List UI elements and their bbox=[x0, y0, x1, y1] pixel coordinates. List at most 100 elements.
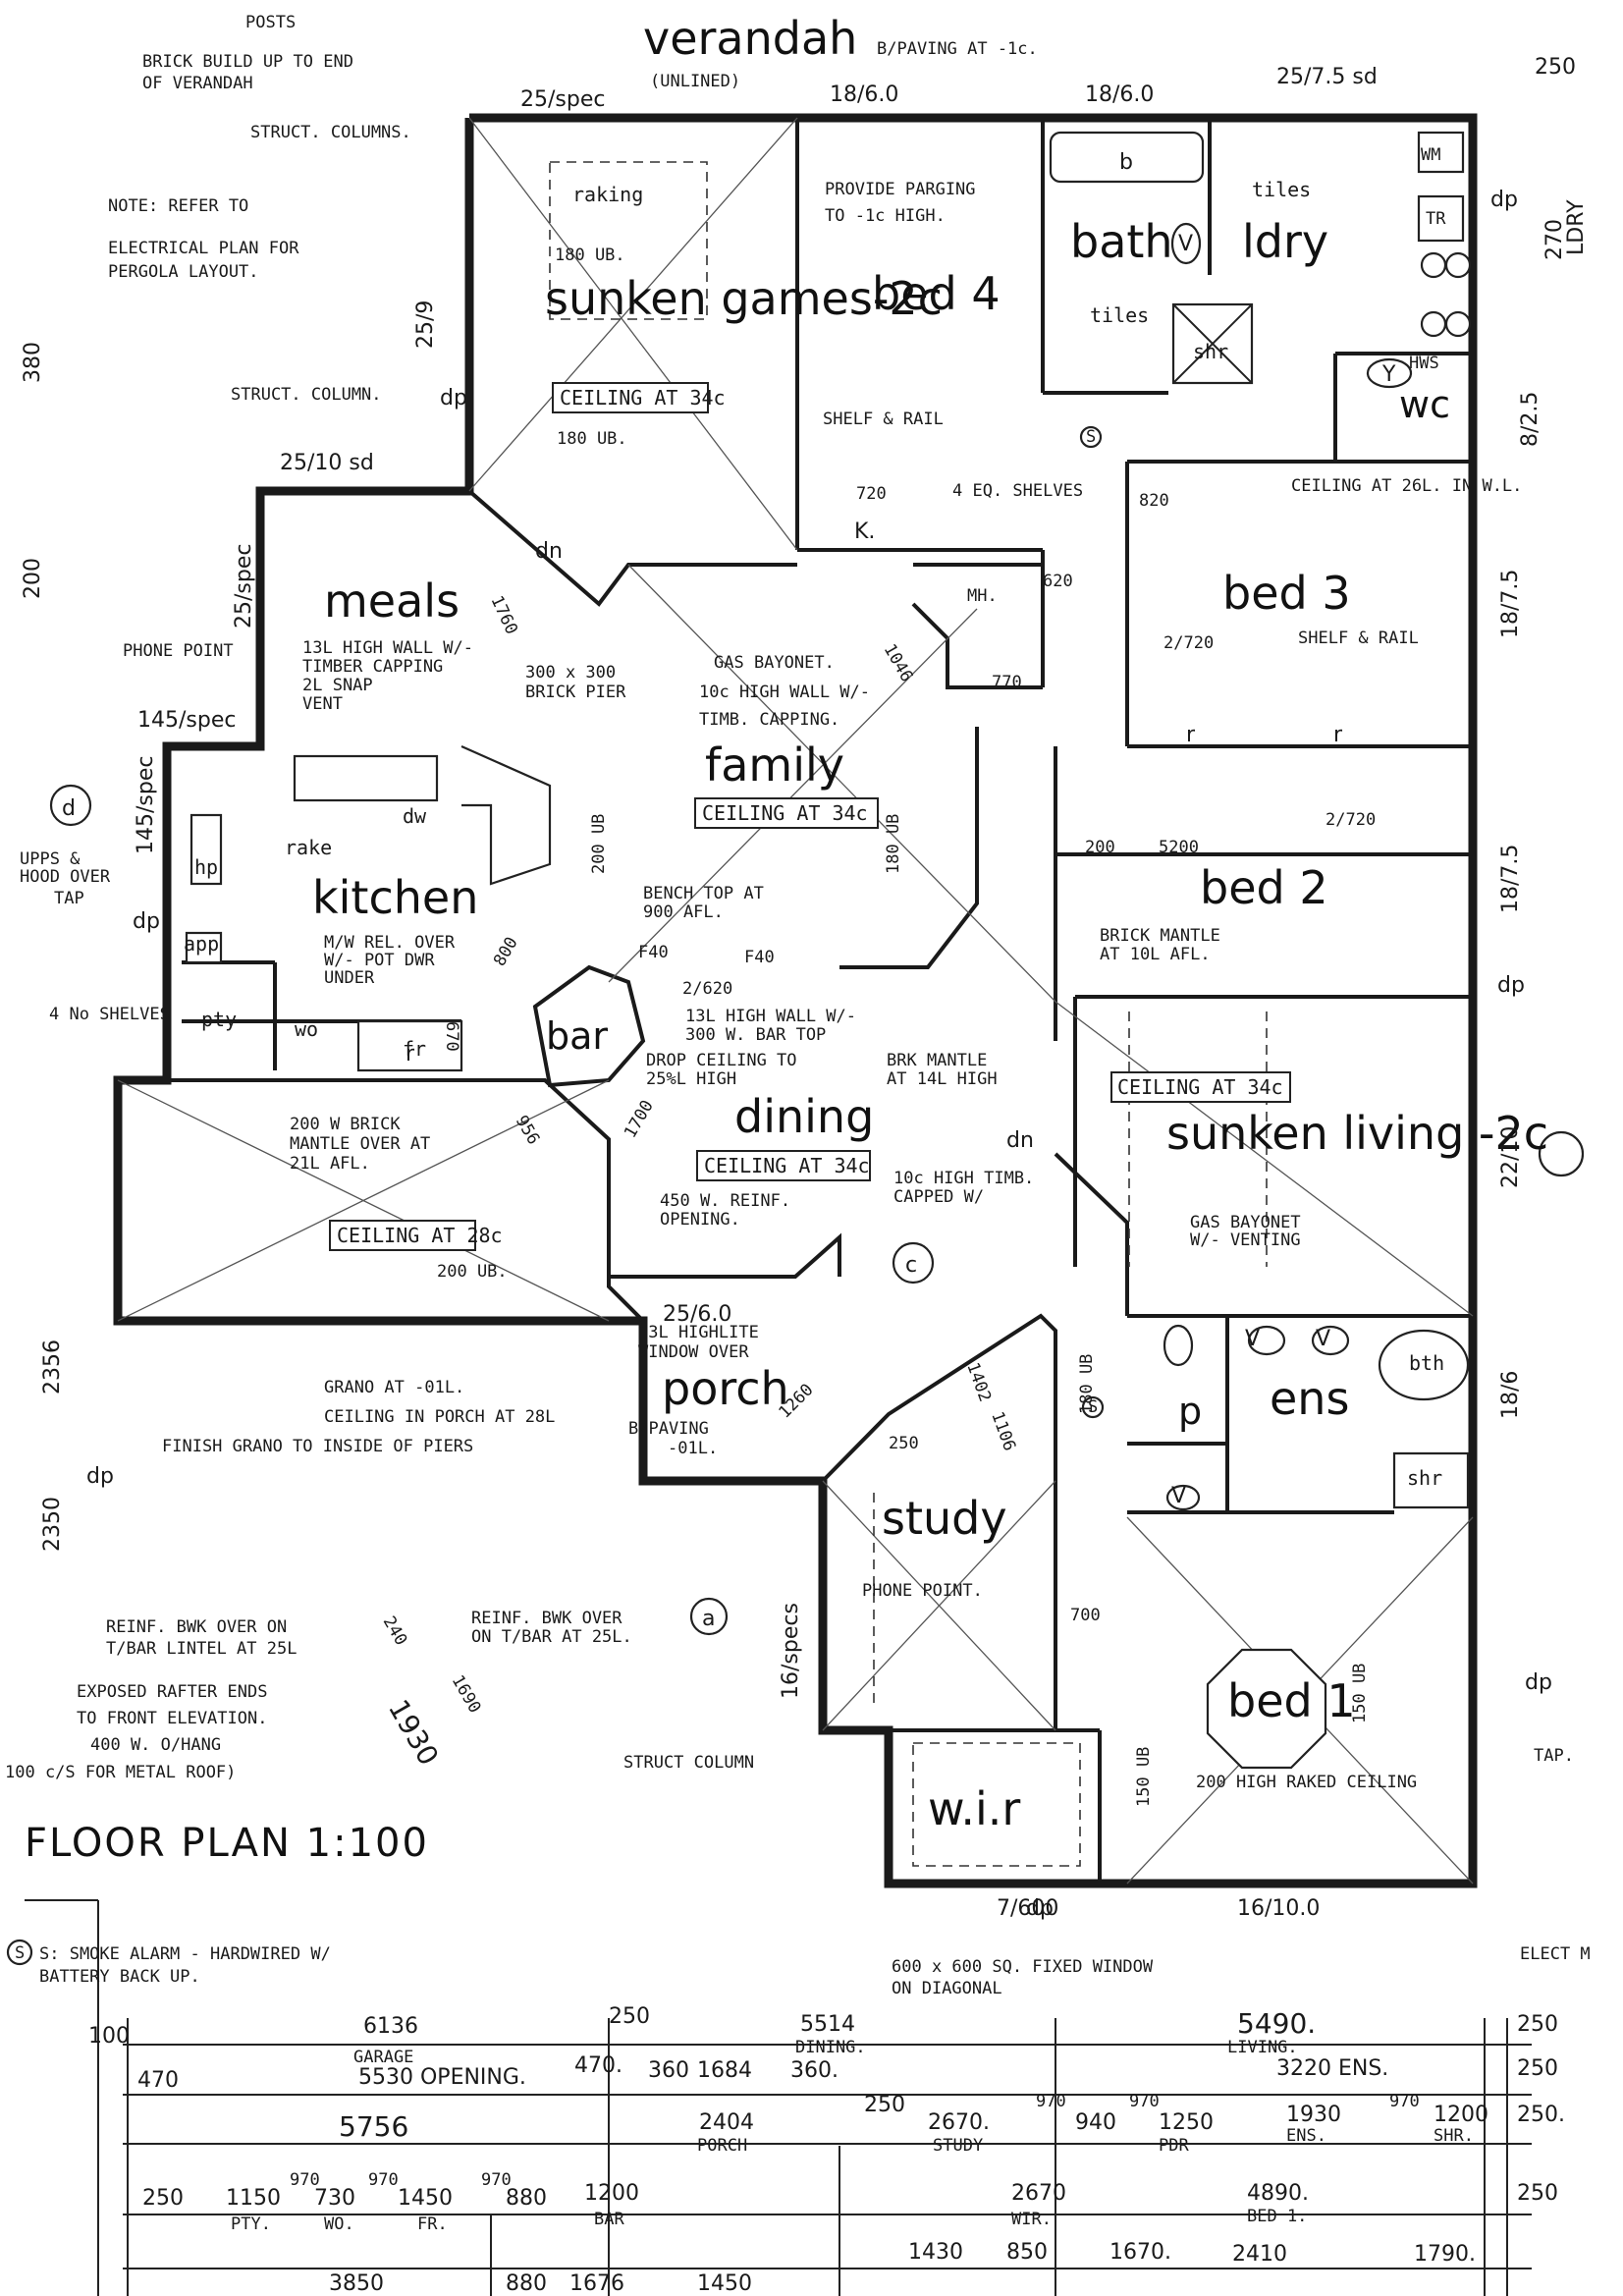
sched-r2-3: 360 bbox=[648, 2058, 689, 2083]
note-tr: TR bbox=[1426, 209, 1446, 229]
sched-r5-2: 1676 bbox=[569, 2271, 624, 2296]
sched-r5-1: 880 bbox=[506, 2271, 547, 2296]
dim-misc-f40-1: F40 bbox=[638, 943, 669, 962]
note-window-diag-1: 600 x 600 SQ. FIXED WINDOW bbox=[892, 1957, 1154, 1977]
note-10c-wall-1: 10c HIGH WALL W/- bbox=[699, 683, 870, 702]
sched-r3-5: 940 bbox=[1075, 2110, 1116, 2135]
toilet bbox=[1366, 357, 1413, 389]
dim-left-8: 200 bbox=[21, 558, 45, 599]
note-dw: dw bbox=[403, 804, 427, 828]
sched-r3-11: 250. bbox=[1517, 2103, 1565, 2127]
sched-r4-0: 250 bbox=[142, 2186, 184, 2211]
smoke-alarm-marker-2 bbox=[1081, 1395, 1105, 1419]
note-tap: TAP bbox=[54, 889, 84, 908]
dim-misc-200ub: 200 UB bbox=[589, 814, 609, 874]
note-mh: MH. bbox=[967, 586, 998, 606]
note-verandah-paving: B/PAVING AT -1c. bbox=[877, 39, 1038, 59]
note-reinf-bwk-2: T/BAR LINTEL AT 25L bbox=[106, 1639, 297, 1659]
smoke-alarm-legend-marker bbox=[6, 1939, 33, 1966]
sched-r3-sub-4: SHR. bbox=[1434, 2126, 1474, 2146]
dim-misc-1402: 1402 bbox=[962, 1360, 995, 1404]
section-d-marker bbox=[49, 784, 92, 827]
laundry-trough bbox=[1417, 194, 1465, 243]
note-mantle-200-3: 21L AFL. bbox=[290, 1154, 370, 1174]
note-rafter-2: TO FRONT ELEVATION. bbox=[77, 1709, 267, 1728]
sched-r4-sub-0: PTY. bbox=[231, 2214, 271, 2234]
room-wir: w.i.r bbox=[928, 1782, 1020, 1835]
note-bpaving: B/PAVING bbox=[628, 1419, 709, 1439]
sched-r4-10: 4890. bbox=[1247, 2181, 1309, 2206]
dim-right-4: 18/7.5 bbox=[1498, 570, 1523, 638]
dim-misc-1106: 1106 bbox=[987, 1409, 1019, 1453]
note-pier-2: BRICK PIER bbox=[525, 683, 626, 702]
note-shelves: 4 EQ. SHELVES bbox=[952, 481, 1083, 501]
symbol-dp-2: dp bbox=[1490, 188, 1518, 212]
note-phone-point-study: PHONE POINT. bbox=[862, 1581, 983, 1601]
symbol-y: Y bbox=[1381, 362, 1396, 387]
note-200ub: 200 UB. bbox=[437, 1262, 508, 1282]
ceiling-diagonals bbox=[117, 117, 1474, 1885]
symbol-v-3: V bbox=[1171, 1484, 1186, 1508]
ceiling-garage: CEILING AT 28c bbox=[337, 1224, 503, 1247]
dim-misc-770: 770 bbox=[992, 673, 1022, 692]
dim-right-5: 18/7.5 bbox=[1498, 845, 1523, 913]
room-ens: ens bbox=[1270, 1372, 1349, 1425]
sched-r5-0: 3850 bbox=[329, 2271, 384, 2296]
note-struct-column-2: STRUCT COLUMN bbox=[623, 1753, 754, 1773]
dim-right-7: 18/6 bbox=[1498, 1371, 1523, 1419]
symbol-labels: a c d S S S b V V V V Y K. r r r dp dp d… bbox=[15, 150, 1552, 1963]
note-rafter-1: EXPOSED RAFTER ENDS bbox=[77, 1682, 267, 1702]
note-pier-1: 300 x 300 bbox=[525, 663, 616, 683]
note-gas-vent-1: GAS BAYONET bbox=[1190, 1213, 1301, 1232]
washing-machine bbox=[1417, 131, 1465, 174]
note-bk-mantle-1: BRK MANTLE bbox=[887, 1051, 987, 1070]
room-study: study bbox=[882, 1492, 1007, 1545]
annotation-notes: B/PAVING AT -1c. (UNLINED) POSTS BRICK B… bbox=[5, 13, 1591, 1998]
note-bench-1: BENCH TOP AT bbox=[643, 884, 764, 903]
dim-top-1: 25/spec bbox=[520, 87, 605, 112]
note-mw-1: M/W REL. OVER bbox=[324, 933, 456, 953]
note-gas-bayonet: GAS BAYONET. bbox=[714, 653, 835, 673]
sched-r1-4: 5490. bbox=[1237, 2007, 1316, 2040]
sched-r4-8: 1200 bbox=[584, 2181, 639, 2206]
sched-r4-sub-3: BAR bbox=[594, 2210, 624, 2229]
ceiling-games: CEILING AT 34c bbox=[560, 386, 726, 410]
note-rafter-3: 400 W. O/HANG bbox=[90, 1735, 221, 1755]
dim-misc-16-specs: 16/specs bbox=[779, 1603, 803, 1699]
note-brick-mantle-bed2-b: AT 10L AFL. bbox=[1100, 945, 1211, 964]
sched-r4-7: 880 bbox=[506, 2186, 547, 2211]
ceiling-dining: CEILING AT 34c bbox=[704, 1154, 870, 1177]
dim-left-7: 2350 bbox=[40, 1497, 65, 1552]
symbol-dp-3: dp bbox=[1497, 973, 1525, 998]
room-bar: bar bbox=[546, 1014, 608, 1058]
sched-r3-10: 1200 bbox=[1434, 2103, 1488, 2127]
sched-r3-9: 970 bbox=[1389, 2092, 1420, 2111]
sched-r4-sub-1: WO. bbox=[324, 2214, 354, 2234]
symbol-dp-1: dp bbox=[440, 386, 467, 410]
sched-r3-3: 2670. bbox=[928, 2110, 990, 2135]
dim-right-1: 270 bbox=[1542, 219, 1567, 260]
dim-misc-2x620: 2/620 bbox=[682, 979, 732, 999]
note-smoke-alarm-1: S: SMOKE ALARM - HARDWIRED W/ bbox=[39, 1944, 331, 1964]
dim-misc-1700: 1700 bbox=[621, 1097, 658, 1141]
bath-basin bbox=[1170, 222, 1202, 265]
room-dining: dining bbox=[734, 1090, 874, 1143]
note-brick-mantle-bed2: BRICK MANTLE bbox=[1100, 926, 1220, 946]
note-drop-ceiling-2: 25%L HIGH bbox=[646, 1069, 736, 1089]
dim-top-3: 18/6.0 bbox=[1085, 82, 1154, 107]
dim-left-4: 145/spec bbox=[137, 708, 236, 733]
note-10c-wall-2: TIMB. CAPPING. bbox=[699, 710, 839, 730]
ceiling-living: CEILING AT 34c bbox=[1117, 1075, 1283, 1099]
note-app: app bbox=[184, 932, 219, 956]
room-wc: wc bbox=[1399, 383, 1450, 426]
note-reinf-opening-1: 450 W. REINF. bbox=[660, 1191, 790, 1211]
dim-misc-f40-2: F40 bbox=[744, 948, 775, 967]
dim-right-2: LDRY bbox=[1564, 199, 1589, 255]
sched-r1-sub-0: GARAGE bbox=[353, 2048, 413, 2067]
sched-r5-8: 1790. bbox=[1414, 2242, 1476, 2267]
sched-r3-sub-3: ENS. bbox=[1286, 2126, 1326, 2146]
symbol-dn-1: dn bbox=[535, 539, 563, 564]
sched-r2-0: 470 bbox=[137, 2068, 179, 2093]
sched-r1-0: 100 bbox=[88, 2024, 130, 2049]
note-bk-mantle-2: AT 14L HIGH bbox=[887, 1069, 998, 1089]
